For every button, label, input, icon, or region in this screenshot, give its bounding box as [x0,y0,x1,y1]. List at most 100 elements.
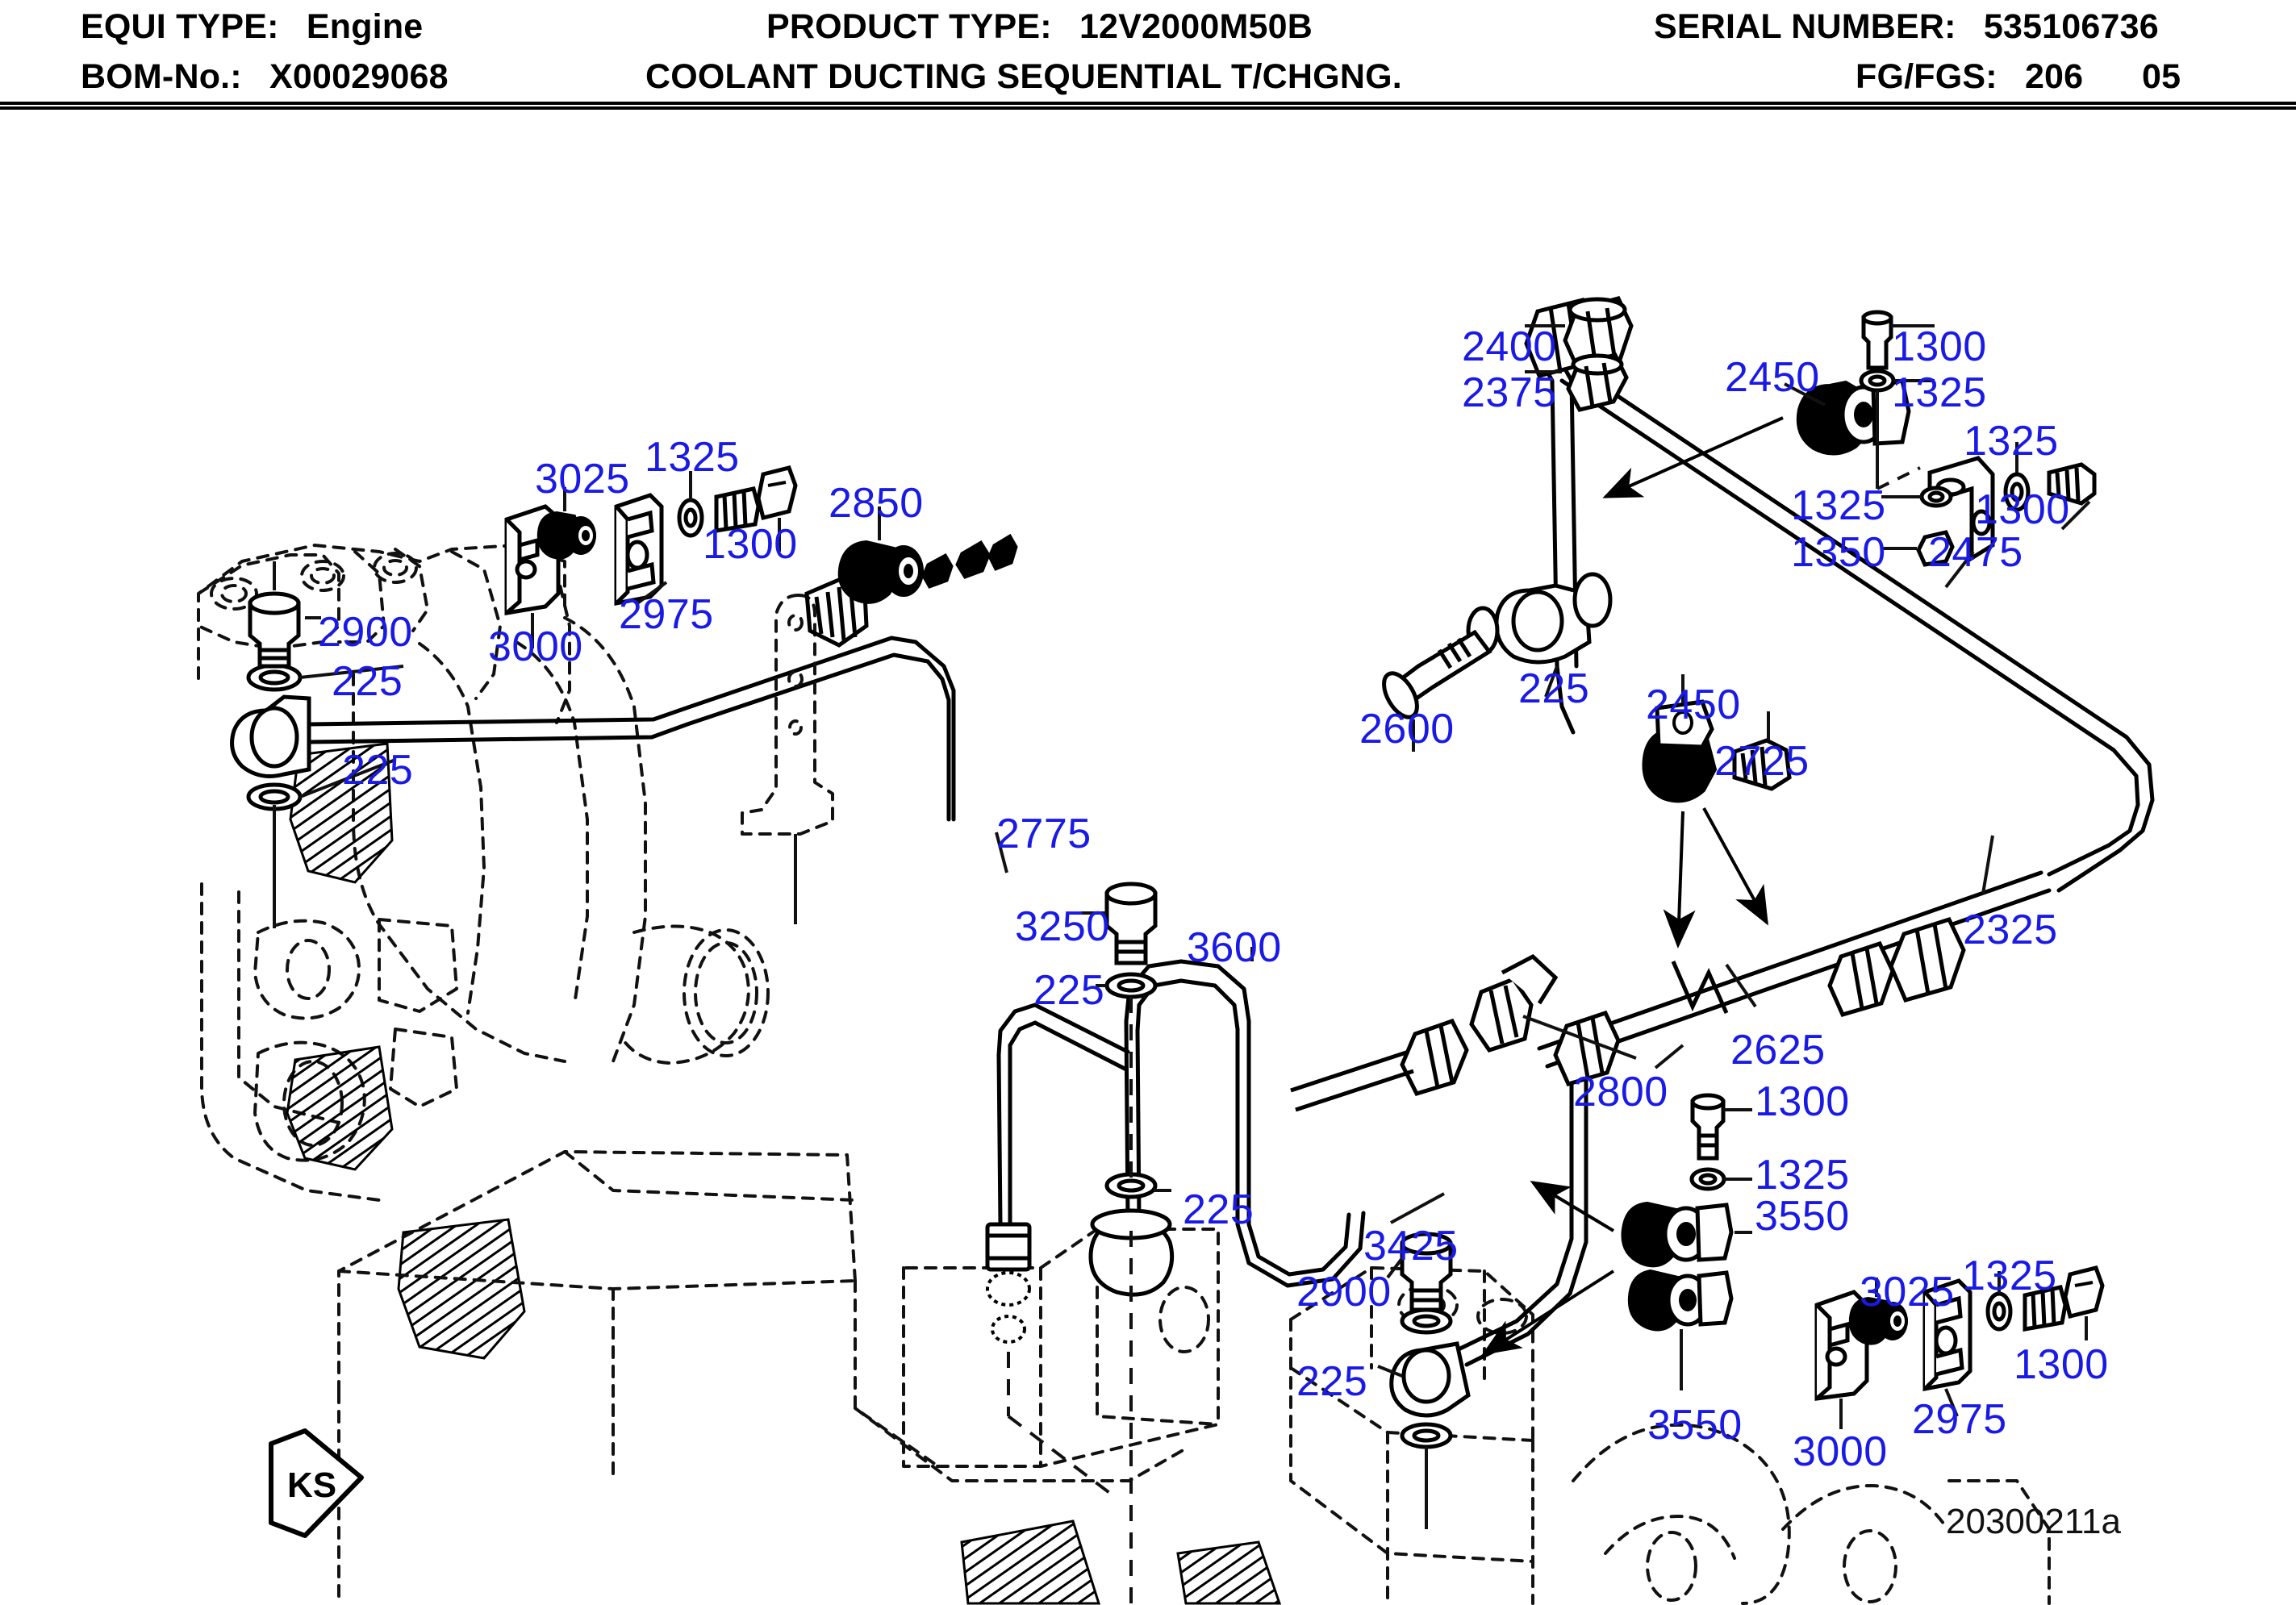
pipe-3250-ferrule [985,1222,1032,1272]
banjo-bolt-3250 [1104,882,1158,965]
sealing-ring-225-bottom-upper [1400,1307,1453,1335]
clamp-half-2975-bottom [1922,1278,1972,1392]
washer-1325-top-left [677,498,704,538]
part-number-callout: 2775 [996,811,1092,857]
tee-fitting-2800 [1469,953,1559,1053]
washer-1325-right-lower [1689,1167,1726,1191]
part-number-callout: 2475 [1928,529,2023,576]
pipe-clamp-2450-mid [1642,699,1718,803]
bracket-tab-2850 [804,577,869,648]
clamp-half-2975-top [614,493,664,607]
part-number-callout: 2800 [1573,1069,1668,1115]
equi-type-value: Engine [306,7,424,46]
union-nut-2800-left [1400,1018,1469,1097]
banjo-bolt-2900-left [248,591,301,669]
leader-2975-top [636,581,668,605]
sealing-ring-225-upper-left [246,663,303,692]
part-number-callout: 3550 [1755,1193,1850,1240]
part-number-callout: 3550 [1647,1402,1743,1449]
pipe-3250-thread-shaded [986,1271,1031,1344]
leader-225-tr [1544,665,1559,698]
part-number-callout: 1325 [1755,1152,1850,1199]
part-number-callout: 2325 [1963,907,2058,953]
arrow-2450-top-to-pipe [1602,416,1784,498]
pipe-2625 [1537,870,2052,1069]
fg-fgs-label: FG/FGS: [1856,57,1998,96]
part-number-callout: 225 [1518,665,1590,712]
leader-2450-top [1784,382,1826,406]
part-number-callout: 1325 [1964,418,2059,465]
grommet-3025-top [536,511,596,560]
union-nut-2375 [1566,352,1629,412]
assembly-axis-tr-b [1876,466,1921,490]
part-number-callout: 2850 [829,480,924,527]
part-number-callout: 1300 [1975,486,2070,533]
view-direction-label: KS [287,1465,336,1505]
title-block-row-1: EQUI TYPE: Engine PRODUCT TYPE: 12V2000M… [0,2,2296,52]
assembly-title: COOLANT DUCTING SEQUENTIAL T/CHGNG. [645,52,1402,102]
arrow-3550-r2 [1481,1269,1615,1356]
banjo-eye-bottom [1389,1341,1471,1418]
part-number-callout: 2900 [1296,1269,1392,1315]
equi-type-field: EQUI TYPE: Engine [81,2,423,52]
nut-1350 [1916,530,1955,567]
serial-number-field: SERIAL NUMBER: 535106736 [1654,2,2159,52]
sealing-ring-225-3250 [1104,972,1158,999]
part-number-callout: 2450 [1725,354,1820,401]
engine-block-phantom [337,1150,2051,1605]
equi-type-label: EQUI TYPE: [81,7,279,46]
pipe-2775 [307,636,956,822]
part-number-callout: 3025 [1860,1269,1955,1315]
fgs-sub-value: 05 [2142,57,2181,96]
leader-1300-right [2060,500,2091,531]
part-number-callout: 1350 [1791,529,1886,576]
section-hatching-lower [960,1520,1282,1605]
washer-1325-bracket-upper [1919,486,1953,508]
part-number-callout: 225 [332,658,403,705]
pipe-clamp-2450-top [1796,378,1911,456]
rubber-mount-3550-bottom [1627,1269,1734,1332]
part-number-callout: 225 [1183,1186,1254,1233]
part-number-callout: 3000 [1793,1428,1888,1475]
part-number-callout: 2900 [318,609,413,656]
washer-1325-bracket-right [2003,472,2031,512]
rubber-mount-3550-right [1621,1201,1734,1268]
engine-phantom-body [197,544,770,1202]
banjo-eye-2600 [1466,572,1613,665]
leader-2975-bottom [1944,1388,1959,1417]
exploded-view-drawing: KS [0,110,2296,1605]
pipe-3600-socket [1088,1208,1175,1297]
arrow-2450-to-pipe-a [1663,811,1696,948]
part-number-callout: 2400 [1462,323,1557,370]
part-number-callout: 1325 [645,434,740,481]
part-number-callout: 2375 [1462,369,1557,416]
assembly-title-value: COOLANT DUCTING SEQUENTIAL T/CHGNG. [645,57,1402,96]
part-number-callout: 1300 [1755,1078,1850,1125]
pipe-2800-to-left [1290,1049,1414,1112]
clamp-plate-3000-bottom [1814,1290,1869,1401]
sealing-ring-225-centre [1104,1172,1158,1199]
arrow-2450-to-pipe-b [1702,807,1768,926]
part-number-callout: 1325 [1791,482,1886,529]
banjo-bolt-2900-bottom [1400,1232,1453,1312]
leader-2475 [1944,550,1975,589]
bolt-1300-top-left [714,465,798,533]
grommet-3025-bottom [1848,1296,1908,1345]
drawing-number: 20300211a [1946,1502,2121,1541]
part-number-callout: 2450 [1646,682,1741,728]
washer-1325-top-right [1859,369,1896,393]
product-type-field: PRODUCT TYPE: 12V2000M50B [766,2,1313,52]
serial-number-label: SERIAL NUMBER: [1654,7,1956,46]
bolt-1300-top-right [1861,310,1893,370]
bom-no-field: BOM-No.: X00029068 [81,52,449,102]
part-number-callout: 3000 [488,623,583,670]
fg-fgs-field: FG/FGS: 206 [1856,52,2083,102]
part-number-callout: 3025 [535,456,630,502]
part-number-callout: 3425 [1363,1223,1459,1269]
part-number-callout: 1325 [1892,369,1987,416]
union-nut-2625-b [1827,940,1895,1018]
support-bracket-phantom [741,594,834,836]
assembly-axis-3250b [1007,1415,1117,1499]
bolt-1300-bracket-right [2047,462,2097,506]
